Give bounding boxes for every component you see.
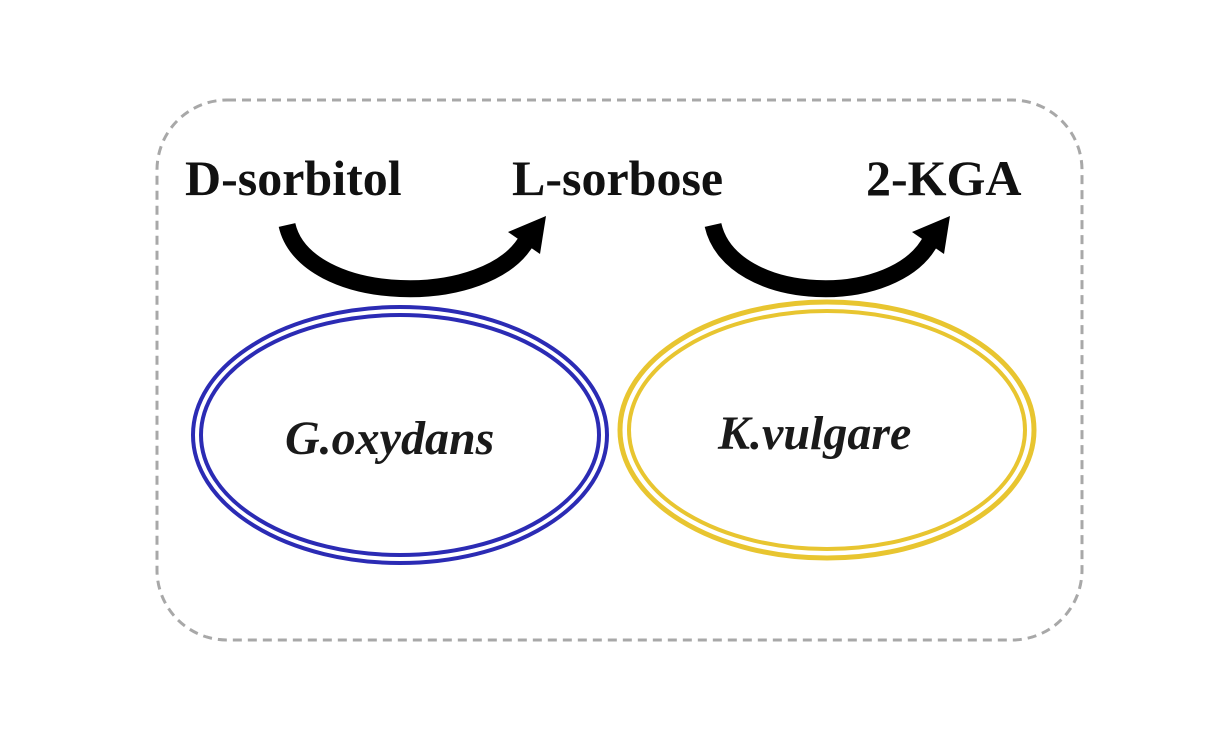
curved-arrow-icon	[278, 216, 546, 298]
compound-d-sorbitol: D-sorbitol	[185, 150, 402, 206]
container-border	[155, 98, 1084, 642]
compound-l-sorbose: L-sorbose	[512, 150, 724, 206]
g-oxydans-ellipse	[191, 305, 609, 565]
organism-k-vulgare: K.vulgare	[718, 407, 912, 460]
k-vulgare-ellipse	[617, 299, 1037, 561]
curved-arrow-icon	[704, 216, 950, 298]
organism-g-oxydans: G.oxydans	[285, 412, 495, 465]
compound-2-kga: 2-KGA	[866, 150, 1022, 206]
